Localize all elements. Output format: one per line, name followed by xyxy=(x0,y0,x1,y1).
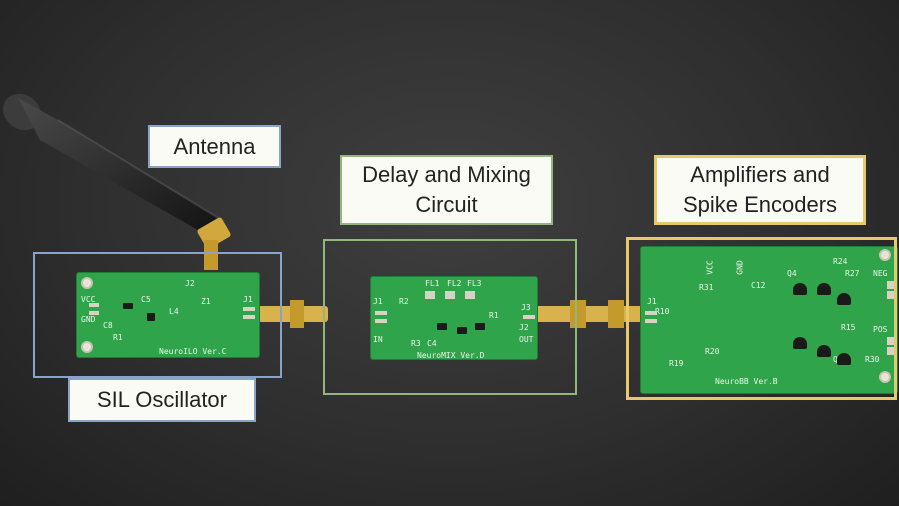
silk-label: J1 xyxy=(647,297,657,306)
pad xyxy=(887,337,895,345)
transistor xyxy=(793,283,807,295)
silk-label: C5 xyxy=(141,295,151,304)
delay-mixing-label-text: Delay and Mixing Circuit xyxy=(362,162,531,217)
amplifiers-label-text: Amplifiers and Spike Encoders xyxy=(682,162,838,217)
amplifiers-label: Amplifiers and Spike Encoders xyxy=(654,155,866,225)
silk-label: R1 xyxy=(489,311,499,320)
pad xyxy=(887,291,895,299)
antenna-label: Antenna xyxy=(148,125,281,168)
amplifier-frame xyxy=(626,237,897,400)
silk-label: Z1 xyxy=(201,297,211,306)
pad xyxy=(89,311,99,315)
pad xyxy=(375,319,387,323)
pad xyxy=(243,307,255,311)
sil-oscillator-frame xyxy=(33,252,282,378)
silk-label: R30 xyxy=(865,355,880,364)
silk-label: R10 xyxy=(655,307,670,316)
component xyxy=(147,313,155,321)
oscillator-board: J2 J1 VCC GND C8 C5 R1 L4 Z1 NeuroILO Ve… xyxy=(76,272,260,358)
silk-label: FL1 xyxy=(425,279,440,288)
silk-label: FL2 xyxy=(447,279,462,288)
delay-mixing-label: Delay and Mixing Circuit xyxy=(340,155,553,225)
mount-hole xyxy=(879,371,891,383)
board-name: NeuroBB Ver.B xyxy=(715,377,778,386)
silk-label: VCC xyxy=(81,295,96,304)
pad xyxy=(645,311,657,315)
silk-label: J3 xyxy=(521,303,531,312)
mount-hole xyxy=(81,341,93,353)
transistor xyxy=(793,337,807,349)
transistor xyxy=(817,345,831,357)
component xyxy=(457,327,467,334)
component xyxy=(437,323,447,330)
silk-label: IN xyxy=(373,335,383,344)
amplifier-board: VCC GND NEG POS J1 R24 R27 R31 C12 Q4 R1… xyxy=(640,246,898,394)
silk-label: GND xyxy=(81,315,96,324)
sil-oscillator-label: SIL Oscillator xyxy=(68,378,256,422)
board-name: NeuroILO Ver.C xyxy=(159,347,227,356)
pad xyxy=(887,347,895,355)
pad xyxy=(887,281,895,289)
silk-label: R19 xyxy=(669,359,684,368)
silk-label: R15 xyxy=(841,323,856,332)
silk-label: OUT xyxy=(519,335,534,344)
silk-label: J2 xyxy=(185,279,195,288)
silk-label: R24 xyxy=(833,257,848,266)
board-name: NeuroMIX Ver.D xyxy=(417,351,485,360)
silk-label: Q4 xyxy=(787,269,797,278)
silk-label: POS xyxy=(873,325,888,334)
silk-label: J2 xyxy=(519,323,529,332)
silk-label: C12 xyxy=(751,281,766,290)
mount-hole xyxy=(879,249,891,261)
transistor xyxy=(837,353,851,365)
pad xyxy=(523,315,535,319)
silk-label: R2 xyxy=(399,297,409,306)
delay-mixing-frame xyxy=(323,239,577,395)
mount-hole xyxy=(81,277,93,289)
silk-label: J1 xyxy=(243,295,253,304)
pad xyxy=(89,303,99,307)
pad xyxy=(375,311,387,315)
pad xyxy=(445,291,455,299)
silk-label: C4 xyxy=(427,339,437,348)
silk-label: R3 xyxy=(411,339,421,348)
component xyxy=(475,323,485,330)
silk-label: C8 xyxy=(103,321,113,330)
component xyxy=(123,303,133,309)
silk-label: R20 xyxy=(705,347,720,356)
transistor xyxy=(837,293,851,305)
silk-label: L4 xyxy=(169,307,179,316)
silk-label: J1 xyxy=(373,297,383,306)
transistor xyxy=(817,283,831,295)
silk-label: R27 xyxy=(845,269,860,278)
silk-label: NEG xyxy=(873,269,888,278)
pad xyxy=(243,315,255,319)
pad xyxy=(465,291,475,299)
sil-oscillator-label-text: SIL Oscillator xyxy=(96,387,227,412)
pad xyxy=(425,291,435,299)
silk-label: FL3 xyxy=(467,279,482,288)
silk-label: R1 xyxy=(113,333,123,342)
antenna-label-text: Antenna xyxy=(173,133,256,159)
silk-label: R31 xyxy=(699,283,714,292)
pad xyxy=(645,319,657,323)
mixer-board: FL1 FL2 FL3 J1 J3 J2 IN OUT R2 R3 C4 R1 … xyxy=(370,276,538,360)
